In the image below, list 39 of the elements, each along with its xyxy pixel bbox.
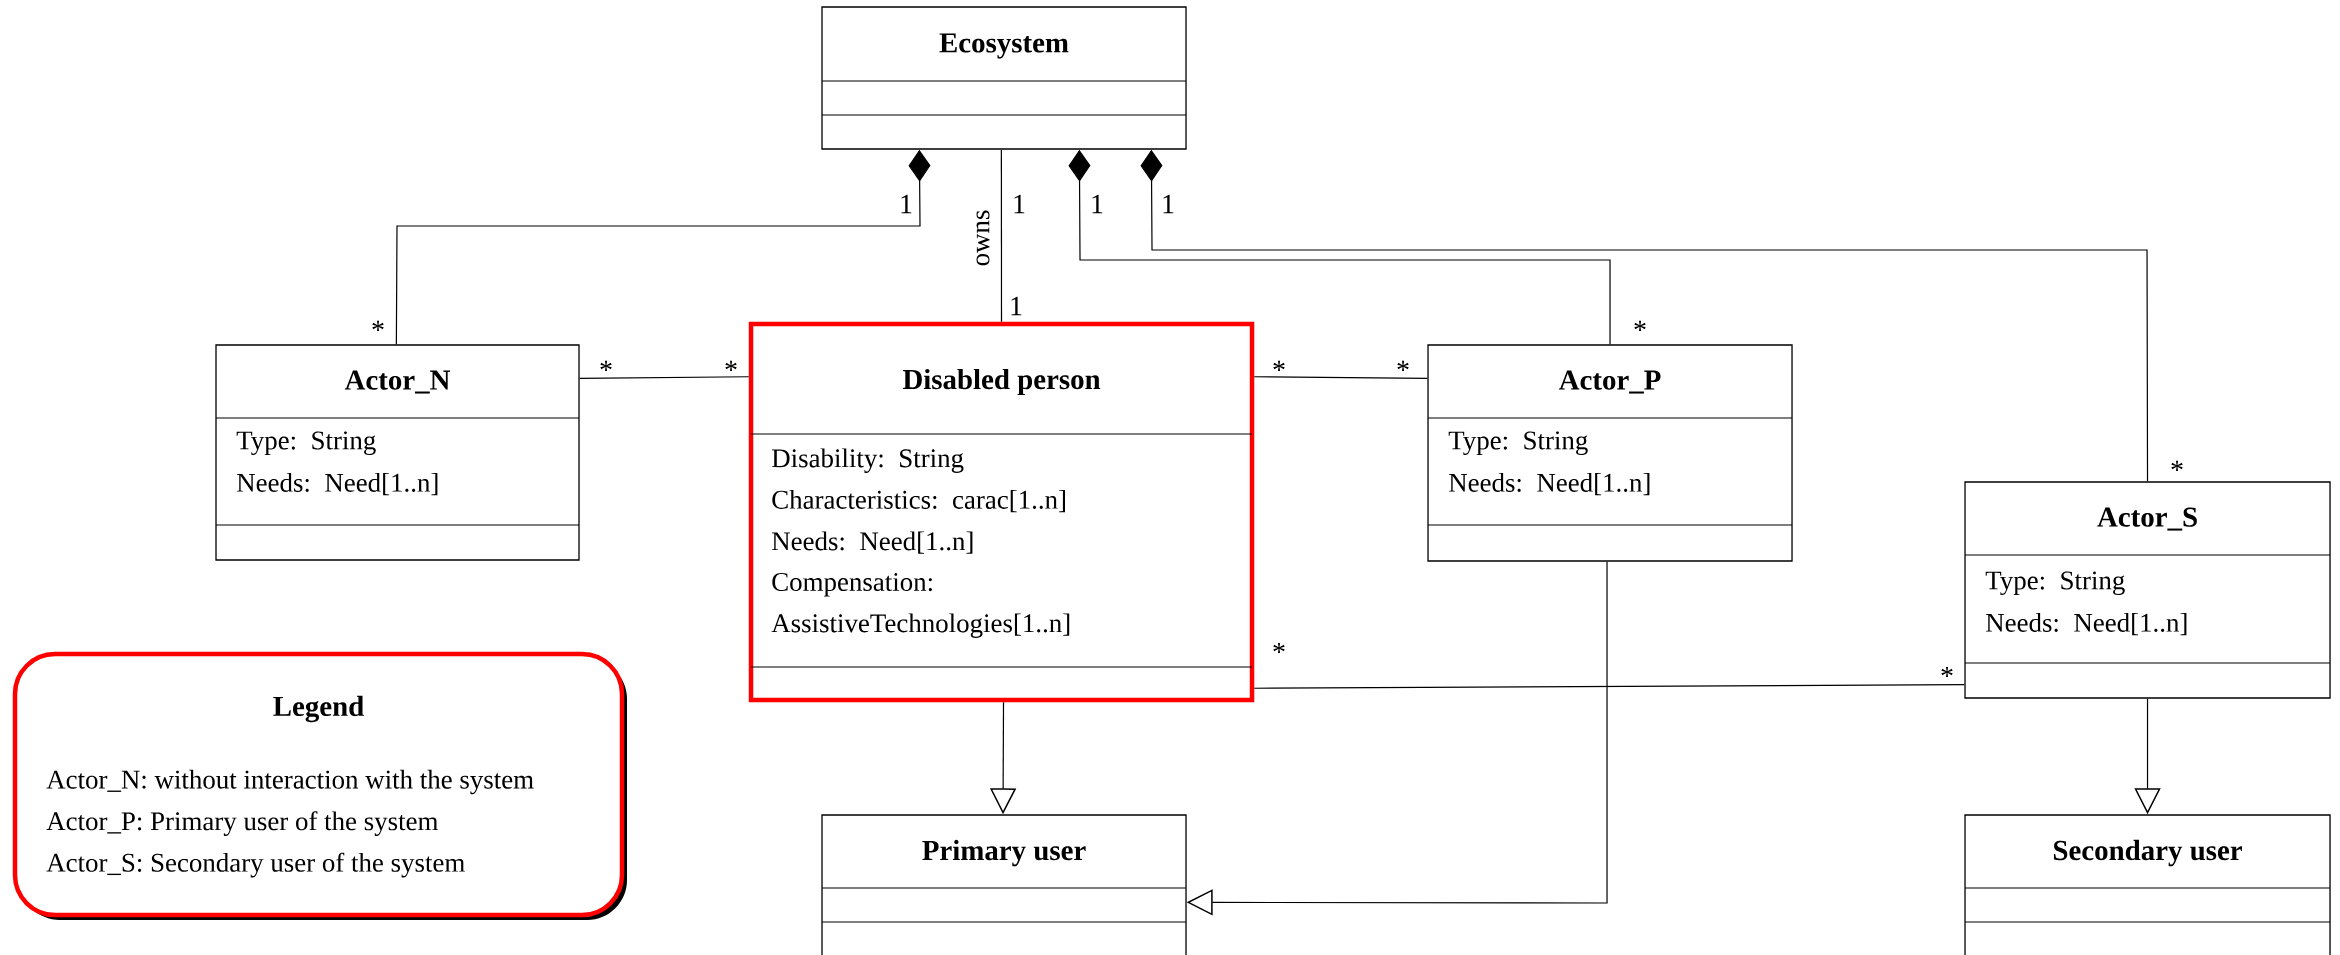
multiplicity: * <box>1941 666 1953 678</box>
legend-text: Actor_S: Secondary user of the system <box>46 852 465 878</box>
multiplicity: * <box>600 360 612 372</box>
attribute-text: Type: String <box>1985 571 2125 596</box>
attribute-text: Type: String <box>236 431 376 456</box>
attribute-text: Needs: Need[1..n] <box>772 531 973 554</box>
legend-box: Legend Actor_N: without interaction with the system Actor_P: Primary user of the system Actor_S: Secondary user of the system <box>12 651 627 920</box>
multiplicity: 1 <box>1011 296 1022 316</box>
attribute-text: Disability: String <box>772 448 964 473</box>
association-line <box>1000 149 1003 323</box>
multiplicity: * <box>1397 360 1409 372</box>
attribute-text: Compensation: AssistiveTechnologies[1..n] <box>771 572 1070 638</box>
multiplicity: * <box>1273 360 1285 372</box>
multiplicity: * <box>2171 460 2183 472</box>
multiplicity: * <box>1634 320 1646 332</box>
legend-text: Actor_P: Primary user of the system <box>46 811 439 836</box>
multiplicity: 1 <box>1014 194 1025 214</box>
attribute-text: Needs: Need[1..n] <box>1986 612 2187 636</box>
class-box: Secondary user <box>1964 814 2331 955</box>
class-box: Actor_P Type: String Needs: Need[1..n] <box>1427 344 1793 562</box>
class-box: Primary user <box>821 814 1187 955</box>
multiplicity: 1 <box>1092 194 1103 214</box>
class-box: Actor_N Type: String Needs: Need[1..n] <box>215 344 580 561</box>
association-line <box>1253 684 1965 689</box>
multiplicity: 1 <box>901 194 912 214</box>
edge-label: owns <box>975 208 991 268</box>
association-line <box>1253 376 1428 379</box>
class-box: Actor_S Type: String Needs: Need[1..n] <box>1964 481 2331 699</box>
attribute-text: Type: String <box>1448 431 1588 456</box>
multiplicity: * <box>725 360 737 372</box>
attribute-text: Needs: Need[1..n] <box>1449 472 1650 496</box>
attribute-text: Needs: Need[1..n] <box>237 472 438 496</box>
class-box: Ecosystem <box>821 6 1187 150</box>
class-box: Disabled person Disability: String Characteristics: carac[1..n] Needs: Need[1..n] Compensation: AssistiveTechnologies[1..n] <box>748 321 1255 703</box>
legend-text: Actor_N: without interaction with the system <box>46 769 534 795</box>
multiplicity: * <box>372 320 384 332</box>
association-line <box>579 376 750 379</box>
multiplicity: 1 <box>1163 194 1174 214</box>
attribute-text: Characteristics: carac[1..n] <box>772 489 1065 513</box>
